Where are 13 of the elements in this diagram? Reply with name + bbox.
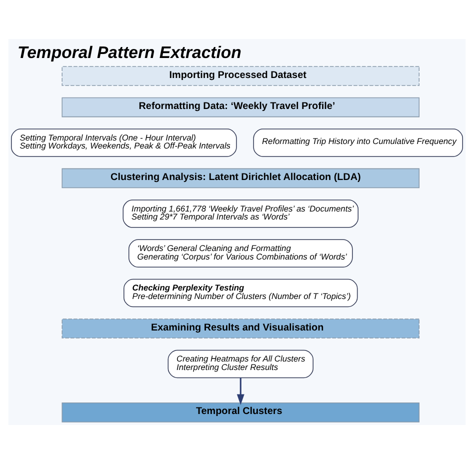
node-box: Clustering Analysis: Latent Dirichlet Allocation (LDA) <box>62 168 420 188</box>
node-box: Checking Perplexity Testing Pre-determining Number of Clusters (Number of T ‘Topics’) <box>124 278 358 308</box>
node-box: ‘Words’ General Cleaning and Formatting Generating ‘Corpus’ for Various Combinations of ‘Words’ <box>128 239 353 268</box>
node-box: Temporal Clusters <box>62 402 420 422</box>
node-box: Importing 1,661,778 ‘Weekly Travel Profiles’ as ‘Documents’ Setting 29*7 Temporal Intervals as ‘Words’ <box>122 200 358 228</box>
diagram-title: Temporal Pattern Extraction <box>17 42 242 62</box>
node-box: Importing Processed Dataset <box>62 66 420 86</box>
arrow <box>236 378 244 405</box>
node-box: Reformatting Data: ‘Weekly Travel Profile’ <box>62 97 420 118</box>
node-box: Creating Heatmaps for All Clusters Interpreting Cluster Results <box>168 350 314 378</box>
node-box: Reformatting Trip History into Cumulative Frequency <box>253 128 463 157</box>
node-box: Setting Temporal Intervals (One - Hour Interval) Setting Workdays, Weekends, Peak & Off-Peak Intervals <box>11 128 237 157</box>
node-box: Examining Results and Visualisation <box>62 318 420 338</box>
